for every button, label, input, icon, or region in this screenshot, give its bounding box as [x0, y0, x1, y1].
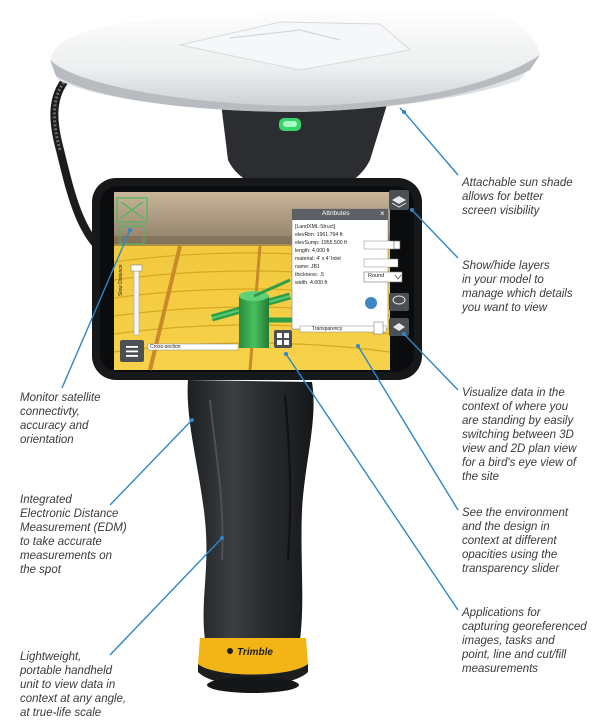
attribute-line: width: 4.000 ft	[295, 280, 328, 286]
callout-lightweight: Lightweight, portable handheld unit to v…	[20, 651, 127, 719]
callout-visualize: Visualize data in the context of where y…	[462, 387, 577, 483]
attribute-line: elevRim: 1961.794 ft	[295, 232, 343, 238]
attributes-close-button[interactable]: ×	[380, 209, 385, 218]
cross-section-label: Cross-section	[150, 344, 181, 350]
attribute-line: material: 4' x 4' Inlet	[295, 256, 341, 262]
attributes-title: Attributes	[322, 210, 350, 217]
callout-sun-shade: Attachable sun shade allows for better s…	[462, 177, 573, 217]
attribute-line: elevSump: 1955.500 ft	[295, 240, 347, 246]
trimble-logo: Trimble	[227, 647, 273, 658]
distance-slider-label: Slow Distance	[118, 264, 124, 296]
attribute-line: [LandXML:Struct]	[295, 224, 336, 230]
svg-text:Trimble: Trimble	[237, 647, 273, 658]
attribute-line: length: 4.000 ft	[295, 248, 330, 254]
callout-applications: Applications for capturing georeferenced…	[462, 607, 587, 675]
attribute-line: name: JB1	[295, 264, 320, 270]
callout-satellite: Monitor satellite connectivty, accuracy …	[20, 392, 101, 446]
callout-layers: Show/hide layers in your model to manage…	[462, 260, 573, 314]
round-select[interactable]: Round	[368, 273, 385, 279]
transparency-label: Transparency	[312, 326, 343, 332]
callout-transparency: See the environment and the design in co…	[462, 507, 569, 575]
callout-edm: Integrated Electronic Distance Measureme…	[20, 494, 127, 576]
attribute-line: thickness: .5	[295, 272, 324, 278]
